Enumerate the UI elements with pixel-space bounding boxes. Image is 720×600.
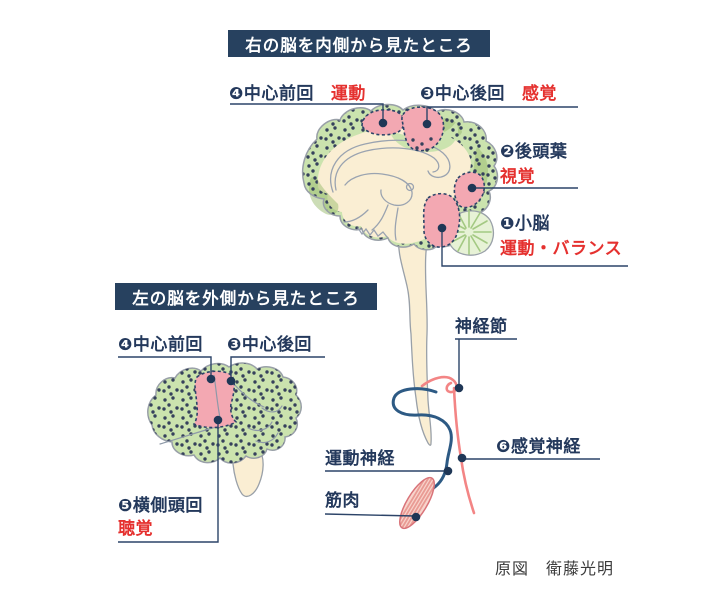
lead-muscle [324, 513, 416, 517]
spacer [505, 85, 522, 102]
label-ganglion: 神経節 [455, 317, 508, 336]
lead-medial-precentral [230, 103, 384, 119]
label-sensory-nerve: ❻感覚神経 [496, 437, 581, 456]
label-medial-precentral-function: 運動 [330, 84, 366, 103]
lead-lateral-precentral [118, 356, 212, 375]
spacer [314, 85, 331, 102]
lead-ganglion [455, 338, 517, 385]
motor-nerve-path [391, 387, 453, 502]
label-medial-postcentral-function: 感覚 [521, 84, 557, 103]
label-cerebellum-function: 運動・バランス [500, 239, 623, 258]
postcentral-dots [411, 137, 433, 152]
label-muscle: 筋肉 [325, 491, 360, 510]
region-central [192, 370, 238, 429]
label-occipital-function: 視覚 [500, 167, 535, 186]
spinal-cord [397, 235, 432, 446]
label-motor-nerve: 運動神経 [325, 449, 395, 468]
label-cerebellum-name: ❶小脳 [500, 214, 550, 233]
label-lateral-precentral: ❹中心前回 [118, 335, 203, 354]
label-occipital-name: ❷後頭葉 [500, 142, 568, 161]
medial-inner-structures [330, 139, 451, 241]
brain-medial-illustration [301, 103, 499, 256]
label-medial-postcentral-name: ❸中心後回 [420, 84, 505, 103]
marker-dots [206, 118, 477, 522]
lead-cerebellum [441, 231, 628, 267]
lead-medial-postcentral [426, 106, 578, 120]
label-medial-postcentral: ❸中心後回感覚 [420, 85, 557, 102]
connector-lines [118, 103, 628, 543]
label-medial-precentral-name: ❹中心前回 [229, 84, 314, 103]
label-temporal-function: 聴覚 [118, 519, 153, 538]
lateral-sulci [159, 382, 283, 445]
brain-lateral-illustration [147, 362, 302, 498]
label-lateral-postcentral: ❸中心後回 [227, 335, 312, 354]
medial-view-header: 右の脳を内側から見たところ [228, 30, 490, 57]
lead-temporal [118, 423, 219, 543]
credit-text: 原図 衛藤光明 [495, 561, 615, 578]
region-cerebellum [422, 192, 461, 248]
label-medial-precentral: ❹中心前回運動 [229, 85, 366, 102]
label-temporal-name: ❺横側頭回 [118, 496, 203, 515]
lead-lateral-postcentral [230, 356, 325, 377]
muscle-illustration [396, 474, 438, 532]
lateral-view-header: 左の脳を外側から見たところ [115, 283, 377, 310]
